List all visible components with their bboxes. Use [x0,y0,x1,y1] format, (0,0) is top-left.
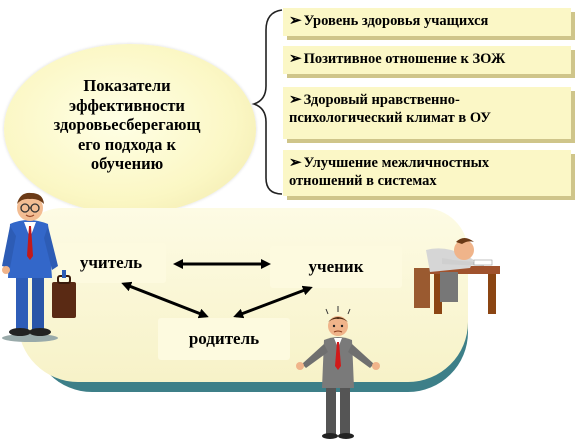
indicator-text: Улучшение межличностных отношений в сист… [289,155,490,189]
indicator-climate: ➢Здоровый нравственно-психологический кл… [283,87,571,139]
arrow-teacher-parent [121,281,209,319]
indicator-text: Уровень здоровья учащихся [303,13,489,29]
title-line: эффективности [69,95,185,115]
student-desk-icon [414,238,500,314]
indicator-relations: ➢Улучшение межличностных отношений в сис… [283,150,571,196]
teacher-figure-icon [2,192,76,342]
arrowhead-bullet-icon: ➢ [289,92,302,108]
title-line: обучению [90,154,164,173]
curly-brace [251,9,283,195]
arrowhead-bullet-icon: ➢ [289,155,302,171]
node-teacher: учитель [56,243,166,283]
arrow-parent-student [233,285,313,319]
indicator-text: Здоровый нравственно-психологический кли… [289,92,491,126]
parent-figure-icon [296,306,380,439]
title-line: здоровьесберегающ [53,115,201,134]
indicator-text: Позитивное отношение к ЗОЖ [303,51,506,67]
title-line: его подхода к [77,134,177,154]
indicator-health-level: ➢Уровень здоровья учащихся [283,8,571,36]
arrowhead-bullet-icon: ➢ [289,51,302,67]
title-line: Показатели [83,76,171,95]
indicator-healthy-lifestyle: ➢Позитивное отношение к ЗОЖ [283,46,571,74]
effectiveness-title: Показатели эффективности здоровьесберега… [38,76,216,174]
arrowhead-bullet-icon: ➢ [289,13,302,29]
node-parent: родитель [158,318,290,360]
node-student: ученик [270,246,402,288]
effectiveness-bubble [4,44,256,214]
